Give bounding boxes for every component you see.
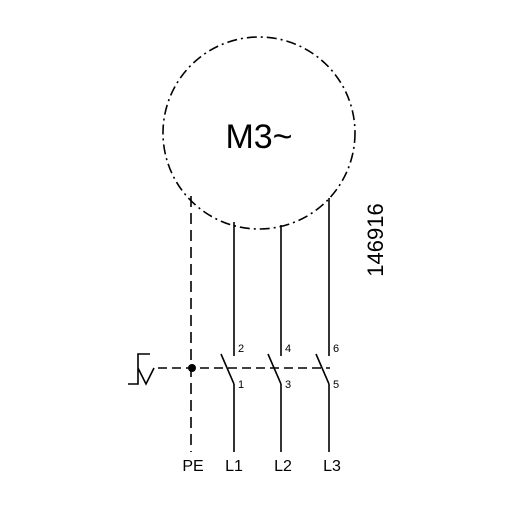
phase-label-l2: L2: [274, 458, 292, 475]
drawing-number: 146916: [363, 203, 388, 276]
thermal-actuator-symbol: [128, 353, 155, 386]
motor-label: M3~: [225, 118, 292, 156]
terminal-label-6: 6: [333, 343, 339, 355]
phase-label-l3: L3: [323, 458, 341, 475]
motor-circle: [162, 36, 356, 230]
terminal-label-5: 5: [333, 379, 339, 391]
junction-dot: [188, 364, 196, 372]
phase-label-l1: L1: [225, 458, 243, 475]
switch-blade-2: [267, 353, 282, 385]
switch-blade-1: [220, 353, 235, 385]
phase-label-pe: PE: [182, 458, 203, 475]
switch-blade-3: [315, 353, 330, 385]
terminal-label-1: 1: [238, 379, 244, 391]
terminal-label-4: 4: [285, 343, 291, 355]
terminal-label-3: 3: [285, 379, 291, 391]
terminal-label-2: 2: [238, 343, 244, 355]
